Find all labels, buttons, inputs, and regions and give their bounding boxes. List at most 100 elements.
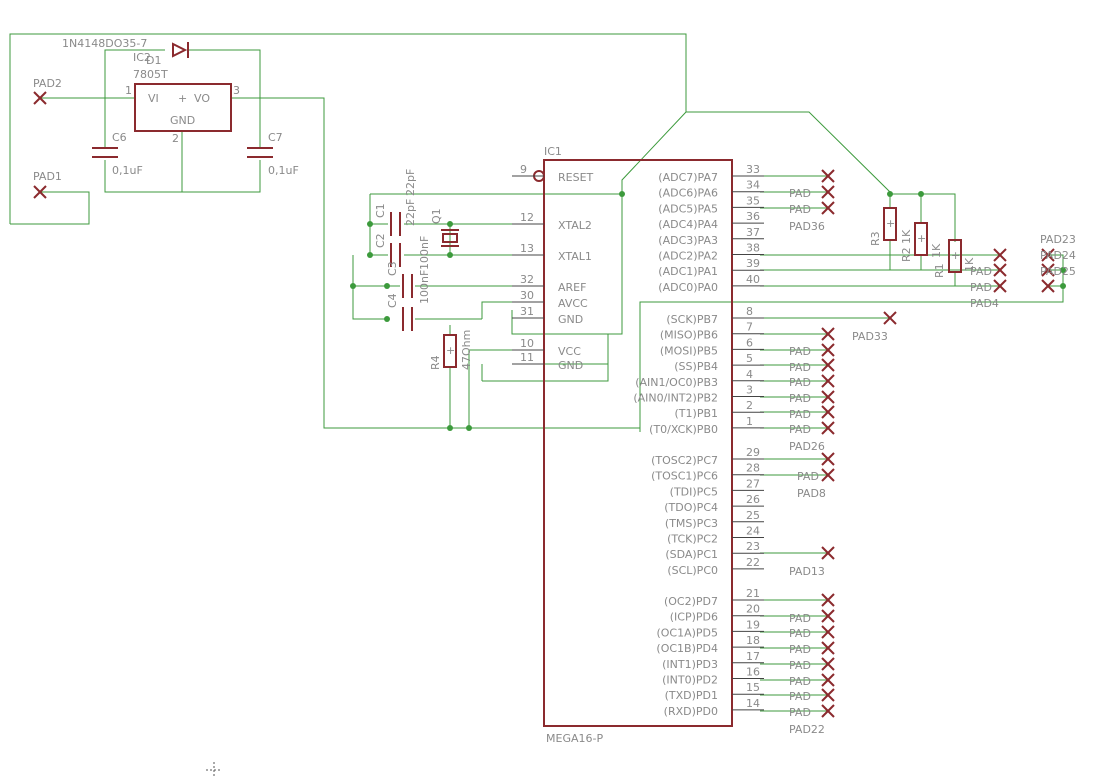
capacitor-c6[interactable]: C6 0,1uF: [92, 131, 143, 177]
pad-cross-icon[interactable]: [993, 279, 1007, 293]
resistor-r2[interactable]: + R2 1K: [900, 222, 943, 262]
svg-text:C1: C1: [374, 203, 387, 218]
resistor-r3[interactable]: + R3 1K: [869, 207, 913, 246]
pin-number: 9: [520, 163, 527, 176]
capacitor-c3[interactable]: C3 100nF: [386, 236, 431, 298]
pin-label: (TDI)PC5: [670, 485, 718, 498]
pin-number: 1: [746, 415, 753, 428]
resistor-r1[interactable]: + R1 1K: [933, 239, 976, 278]
origin-marker-icon: [206, 762, 222, 778]
pin-label: XTAL2: [558, 219, 592, 232]
pin-number: 14: [746, 697, 760, 710]
pad-cross-icon[interactable]: [1041, 263, 1055, 277]
svg-text:PAD: PAD: [789, 408, 811, 421]
pad-cross-icon[interactable]: [821, 358, 835, 372]
pad-cross-icon[interactable]: [821, 421, 835, 435]
svg-text:1N4148DO35-7: 1N4148DO35-7: [62, 37, 147, 50]
mcu-ic1[interactable]: IC1 MEGA16-P 9RESET12XTAL213XTAL132AREF3…: [512, 145, 764, 745]
svg-text:2: 2: [172, 132, 179, 145]
pin-label: GND: [558, 313, 583, 326]
pin-label: (ADC4)PA4: [658, 218, 718, 231]
resistor-r4[interactable]: + R4 47Ohm: [429, 330, 473, 370]
regulator-ic2[interactable]: IC2 7805T VI + VO GND 1 3 2: [125, 51, 240, 145]
pad-cross-icon[interactable]: [821, 704, 835, 718]
pin-label: (TOSC1)PC6: [651, 470, 718, 483]
pin-label: (ADC3)PA3: [658, 234, 718, 247]
pad-cross-icon[interactable]: [821, 641, 835, 655]
pad-cross-icon[interactable]: [821, 609, 835, 623]
pad-cross-icon[interactable]: [821, 688, 835, 702]
pad-cross-icon[interactable]: [821, 452, 835, 466]
svg-text:+: +: [886, 217, 895, 230]
pad-cross-icon[interactable]: [1041, 248, 1055, 262]
pin-label: (MISO)PB6: [660, 329, 718, 342]
pin-number: 33: [746, 163, 760, 176]
svg-text:PAD: PAD: [789, 376, 811, 389]
mcu-pin-sclpc0: 22(SCL)PC0: [667, 556, 764, 577]
pin-number: 27: [746, 477, 760, 490]
svg-text:PAD: PAD: [789, 706, 811, 719]
svg-text:PAD: PAD: [789, 643, 811, 656]
pad-cross-icon[interactable]: [821, 593, 835, 607]
capacitor-c1[interactable]: C1 22pF: [374, 199, 417, 236]
pad-cross-icon[interactable]: [33, 185, 47, 199]
pin-label: (SS)PB4: [674, 360, 718, 373]
pad-cross-icon[interactable]: [821, 390, 835, 404]
pad-cross-icon[interactable]: [821, 405, 835, 419]
pin-label: (ADC7)PA7: [658, 171, 718, 184]
svg-text:R4: R4: [429, 355, 442, 370]
mcu-pin-sckpb7: 8(SCK)PB7: [666, 305, 764, 326]
pin-number: 35: [746, 194, 760, 207]
mcu-pin-adc1pa1: 39(ADC1)PA1: [658, 257, 764, 278]
pad-cross-icon[interactable]: [821, 185, 835, 199]
mcu-pin-oc1apd5: 19(OC1A)PD5: [656, 618, 764, 639]
pin-label: (ADC2)PA2: [658, 250, 718, 263]
svg-text:22pF: 22pF: [404, 199, 417, 226]
pad-cross-icon[interactable]: [821, 169, 835, 183]
svg-text:PAD: PAD: [789, 361, 811, 374]
pin-label: (T1)PB1: [675, 407, 718, 420]
pad8-label: PAD8: [797, 487, 826, 500]
svg-text:D1: D1: [146, 54, 161, 67]
pin-label: (ADC0)PA0: [658, 281, 718, 294]
capacitor-c4[interactable]: C4 100nF: [386, 270, 431, 331]
pin-number: 26: [746, 493, 760, 506]
pin-number: 39: [746, 257, 760, 270]
pad-crosses: [33, 91, 1055, 718]
pad-cross-icon[interactable]: [993, 248, 1007, 262]
pad-cross-icon[interactable]: [821, 374, 835, 388]
mcu-pin-sdapc1: 23(SDA)PC1: [665, 540, 764, 561]
pad-cross-icon[interactable]: [821, 201, 835, 215]
pin-label: GND: [558, 359, 583, 372]
pin-label: (AIN0/INT2)PB2: [633, 392, 718, 405]
mcu-pin-adc3pa3: 37(ADC3)PA3: [658, 226, 764, 247]
pin-label: VCC: [558, 345, 581, 358]
svg-text:C4: C4: [386, 293, 399, 308]
mcu-right-pins: 33(ADC7)PA734(ADC6)PA635(ADC5)PA536(ADC4…: [633, 163, 764, 718]
pad-cross-icon[interactable]: [821, 673, 835, 687]
mcu-pin-oc1bpd4: 18(OC1B)PD4: [656, 634, 764, 655]
pin-label: (AIN1/OC0)PB3: [635, 376, 718, 389]
pin-number: 11: [520, 351, 534, 364]
pad-cross-icon[interactable]: [821, 327, 835, 341]
pad-cross-icon[interactable]: [1041, 279, 1055, 293]
pad-cross-icon[interactable]: [821, 468, 835, 482]
pad-cross-icon[interactable]: [883, 311, 897, 325]
pin-number: 10: [520, 337, 534, 350]
pad-cross-icon[interactable]: [993, 263, 1007, 277]
crystal-q1[interactable]: Q1: [430, 208, 459, 247]
diode-d1[interactable]: 1N4148DO35-7 D1: [62, 37, 189, 67]
pad-cross-icon[interactable]: [33, 91, 47, 105]
pad-cross-icon[interactable]: [821, 546, 835, 560]
pad-cross-icon[interactable]: [821, 625, 835, 639]
pad-cross-icon[interactable]: [821, 343, 835, 357]
mcu-pin-t1pb1: 2(T1)PB1: [675, 399, 764, 420]
mcu-pin-adc7pa7: 33 (ADC7)PA7: [658, 163, 764, 184]
capacitor-c2[interactable]: C2 22pF: [374, 169, 417, 267]
capacitor-c7[interactable]: C7 0,1uF: [247, 131, 299, 177]
pad-cross-icon[interactable]: [821, 657, 835, 671]
svg-text:PAD: PAD: [789, 345, 811, 358]
